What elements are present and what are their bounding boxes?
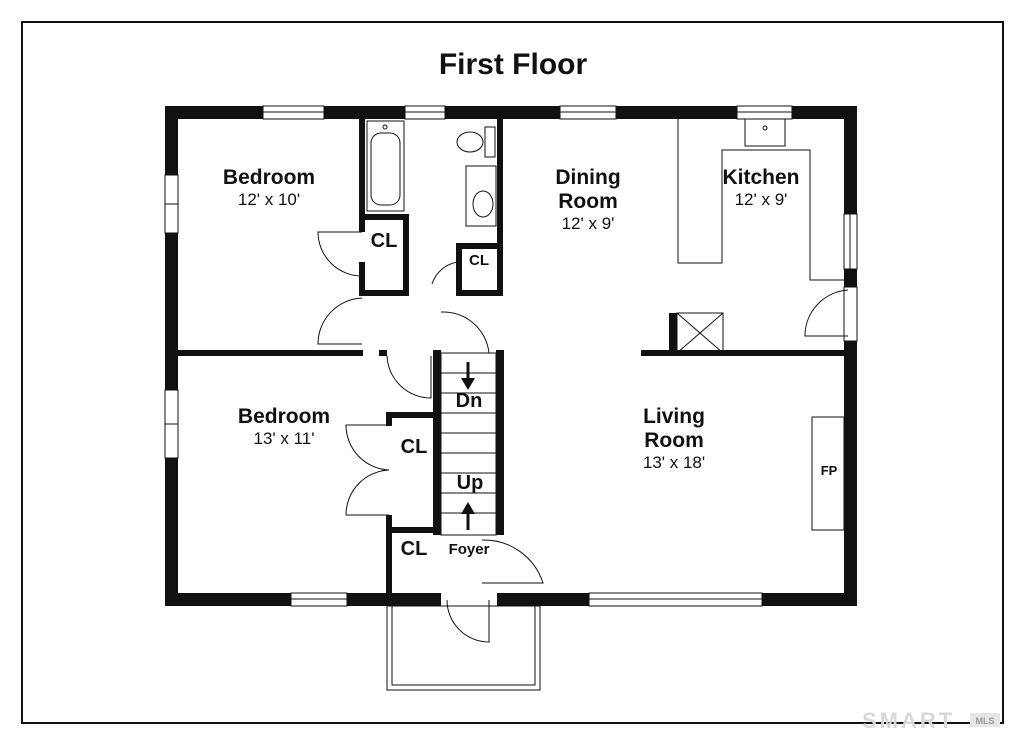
wall-living-kitchen	[641, 350, 846, 356]
interior-walls	[176, 117, 846, 606]
kitchen-name: Kitchen	[722, 166, 799, 189]
living-name-2: Room	[644, 429, 704, 452]
door-cl3-a	[345, 424, 390, 471]
wall-top	[165, 106, 856, 119]
kitchen-island	[676, 312, 724, 354]
bedroom-bottom-name: Bedroom	[238, 405, 330, 428]
wall-stub-hall	[379, 350, 387, 356]
door-cl2	[431, 249, 459, 285]
wall-cl3-stub2	[386, 515, 392, 533]
kitchen-counters	[676, 118, 844, 354]
wall-cl1-bottom	[359, 290, 409, 296]
door-bedroom-bottom	[386, 355, 432, 399]
kitchen-sink-icon	[744, 118, 786, 147]
floor-title: First Floor	[439, 48, 588, 81]
stairs-down-label: Dn	[456, 390, 483, 412]
closet-label-3: CL	[401, 436, 428, 458]
back-door-gap	[843, 286, 858, 342]
doors	[317, 231, 849, 643]
page-border	[21, 21, 1004, 724]
dining-name-2: Room	[558, 190, 618, 213]
closet-labels: CL CL CL CL	[371, 230, 489, 560]
dining-dims: 12' x 9'	[562, 214, 615, 233]
front-porch	[386, 605, 541, 691]
toilet-icon	[456, 126, 496, 158]
closet-label-2: CL	[469, 252, 489, 269]
wall-cl1-top	[359, 214, 409, 220]
watermark-suffix: MLS	[976, 716, 995, 726]
watermark-logo: SMART MLS	[862, 708, 1000, 733]
foyer-label: Foyer	[449, 541, 490, 558]
door-bedroom-top	[317, 297, 363, 345]
closet-label-1: CL	[371, 230, 398, 252]
living-name-1: Living	[643, 405, 705, 428]
door-cl1	[317, 231, 363, 277]
door-cl3-b	[345, 469, 390, 516]
stair-wall-right	[496, 350, 504, 535]
living-dims: 13' x 18'	[643, 453, 705, 472]
fireplace-label: FP	[821, 463, 838, 478]
wall-cl4-left	[386, 527, 392, 606]
arrow-up-icon	[461, 502, 475, 530]
watermark-brand: SMART	[862, 708, 955, 733]
kitchen-dims: 12' x 9'	[735, 190, 788, 209]
bedroom-top-dims: 12' x 10'	[238, 190, 300, 209]
wall-cl2-bottom	[456, 290, 503, 296]
wall-bath-right	[497, 117, 503, 296]
wall-cl3-top	[386, 412, 440, 418]
stair-wall-left	[433, 350, 441, 535]
bedroom-bottom-dims: 13' x 11'	[254, 429, 315, 448]
wall-kitchen-stub	[669, 313, 677, 356]
bath-sink-icon	[465, 165, 497, 227]
door-foyer-inner	[481, 539, 544, 584]
wall-cl3-bottom	[386, 527, 440, 533]
door-stair-top	[440, 311, 490, 354]
dining-name-1: Dining	[555, 166, 620, 189]
arrow-down-icon	[461, 362, 475, 390]
wall-cl2-left	[456, 243, 462, 296]
room-labels: Bedroom 12' x 10' Dining Room 12' x 9' K…	[223, 166, 800, 472]
fireplace-box	[811, 416, 845, 531]
door-front	[446, 599, 490, 643]
wall-cl1-right	[403, 214, 409, 296]
bedroom-top-name: Bedroom	[223, 166, 315, 189]
stairs-up-label: Up	[457, 472, 484, 494]
closet-label-4: CL	[401, 538, 428, 560]
wall-cl2-top	[456, 243, 503, 249]
wall-bedrooms-divider	[176, 350, 363, 356]
bathtub-icon	[366, 120, 405, 212]
wall-bath-left	[359, 117, 365, 232]
wall-cl3-stub	[386, 412, 392, 426]
door-back	[804, 289, 849, 337]
windows	[164, 105, 858, 607]
wall-cl1-left-lower	[359, 262, 365, 296]
